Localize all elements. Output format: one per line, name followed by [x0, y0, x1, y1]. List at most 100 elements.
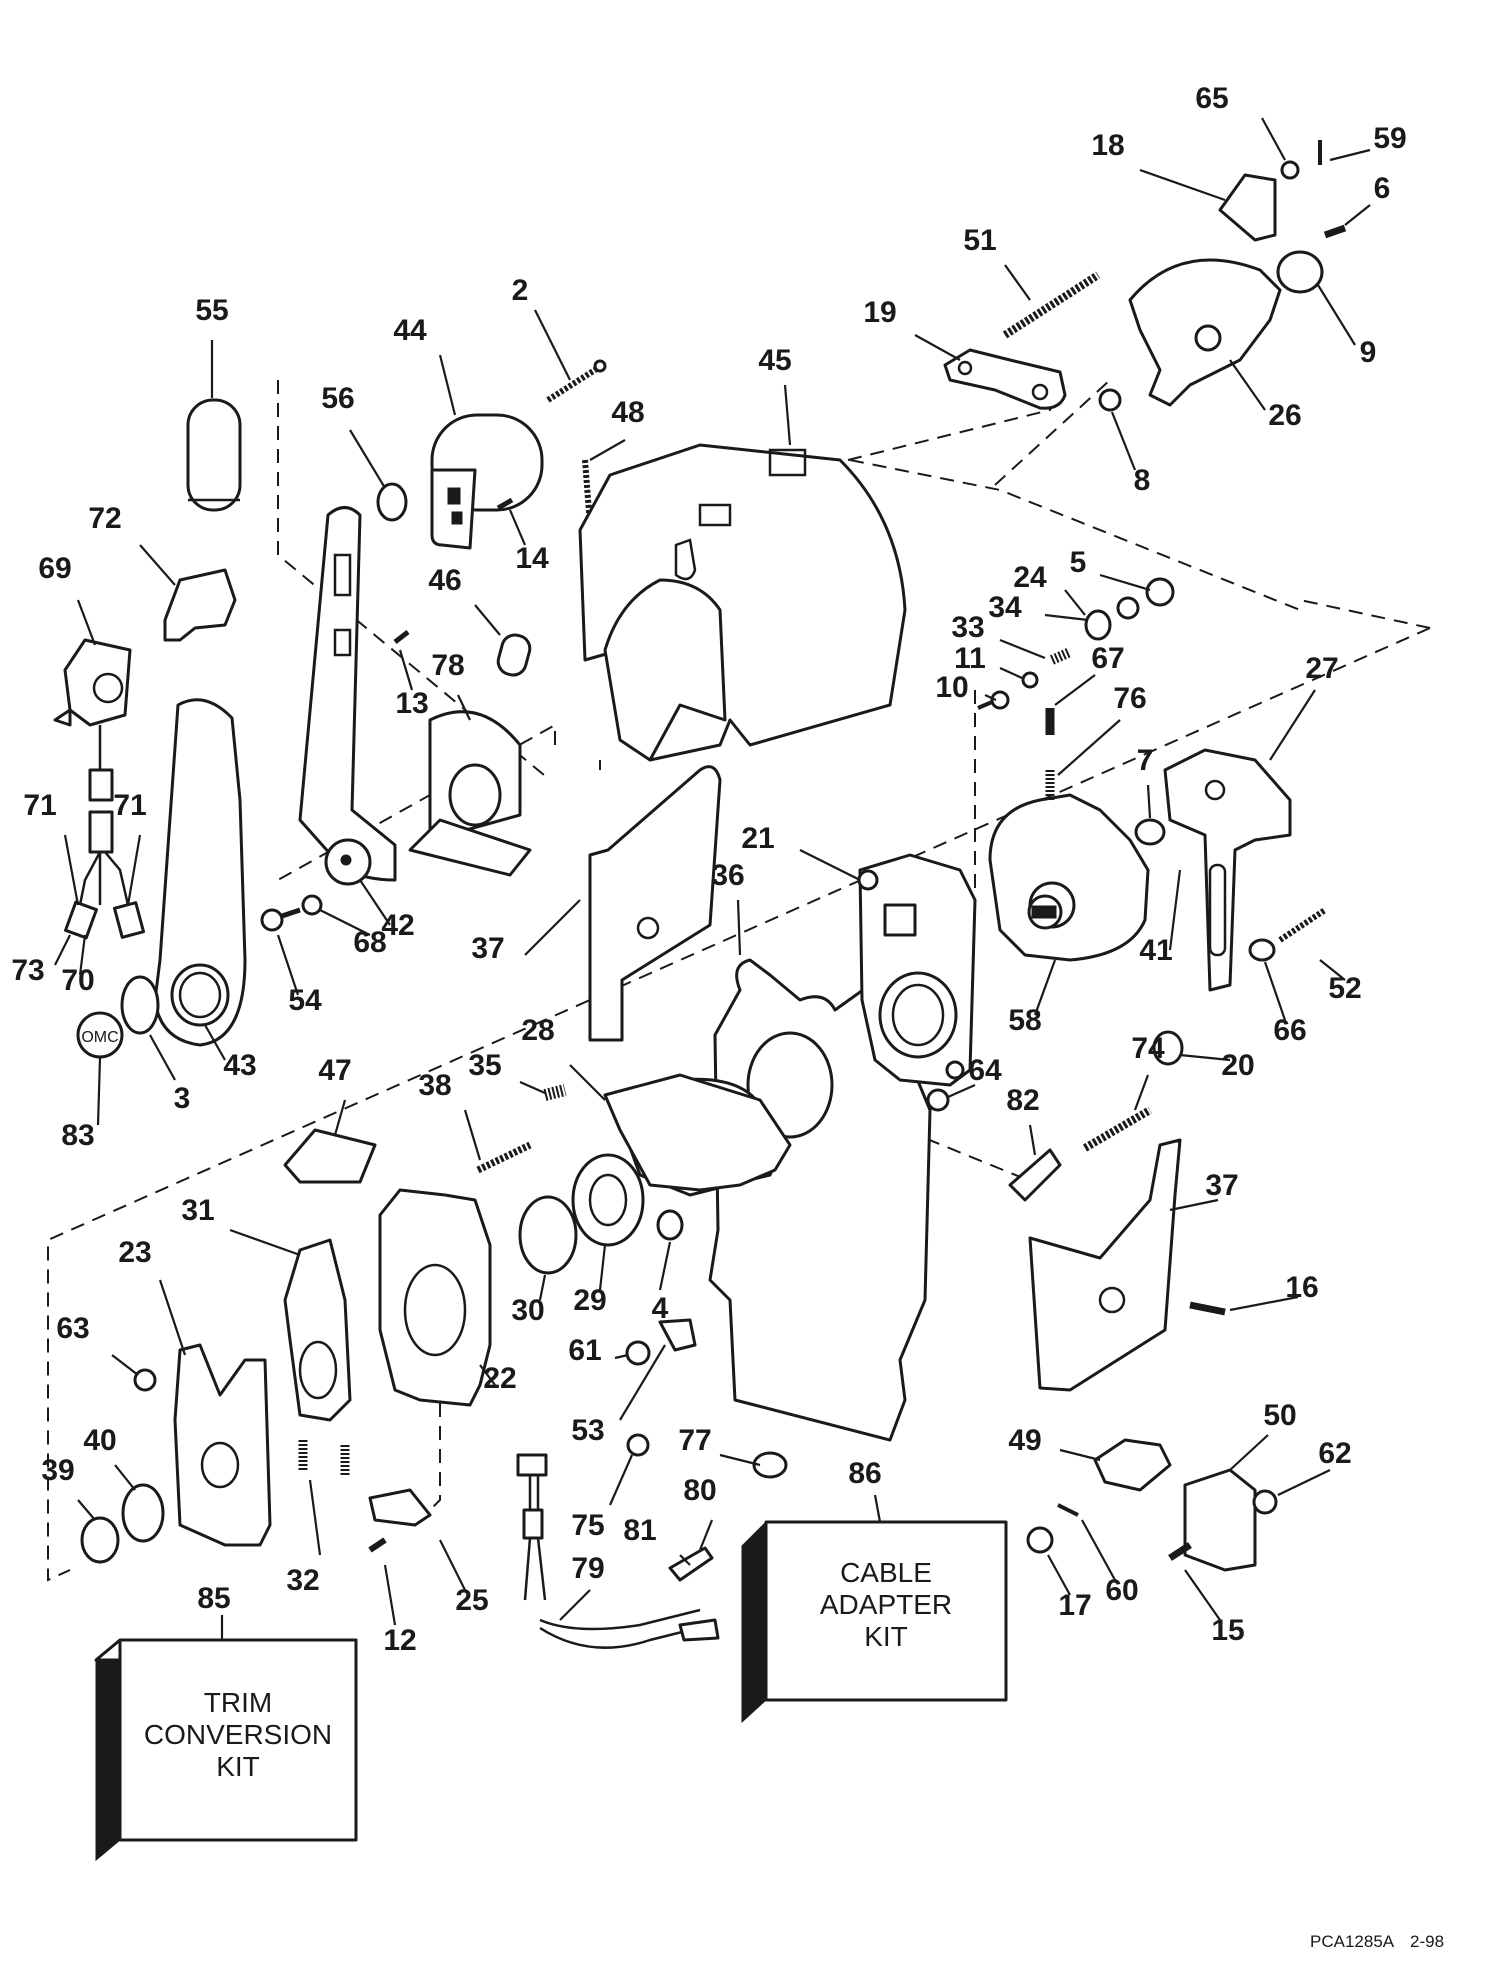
leader-line-58 — [1033, 959, 1057, 1016]
trim-conversion-kit-box — [94, 1638, 358, 1862]
leader-line-83 — [96, 1057, 102, 1126]
part-19-link — [943, 348, 1067, 410]
callout-23: 23 — [118, 1236, 151, 1269]
leader-line-9 — [1317, 284, 1356, 346]
leader-line-77 — [719, 1453, 761, 1467]
callout-61: 61 — [568, 1334, 601, 1367]
part-7-washer — [1134, 818, 1166, 846]
leader-line-6 — [1344, 204, 1371, 226]
callout-5: 5 — [1070, 546, 1087, 579]
callout-19: 19 — [863, 296, 896, 329]
leader-line-36 — [736, 899, 742, 956]
callout-40: 40 — [83, 1424, 116, 1457]
leader-line-34 — [1044, 613, 1089, 622]
callout-66: 66 — [1273, 1014, 1306, 1047]
leader-line-67 — [1054, 674, 1096, 706]
callout-77: 77 — [678, 1424, 711, 1457]
part-6-screw — [1323, 224, 1347, 239]
leader-line-17 — [1047, 1554, 1071, 1596]
part-21-bearing-plate — [857, 853, 977, 1087]
leader-line-78 — [457, 694, 471, 721]
cable-kit-line3: KIT — [864, 1621, 908, 1652]
part-29-cam — [571, 1153, 645, 1247]
callout-21: 21 — [741, 822, 774, 855]
callout-10: 10 — [935, 671, 968, 704]
callout-3: 3 — [174, 1082, 191, 1115]
leader-line-22 — [479, 1364, 496, 1386]
leader-line-30 — [538, 1274, 547, 1301]
leader-line-75 — [608, 1454, 634, 1506]
part-83-badge — [76, 1011, 124, 1059]
leader-line-79 — [559, 1589, 591, 1621]
leader-line-42 — [359, 879, 391, 926]
leader-line-59 — [1329, 148, 1371, 162]
leader-line-86 — [873, 1494, 882, 1523]
part-66-washer — [1248, 938, 1276, 962]
callout-20: 20 — [1221, 1049, 1254, 1082]
leader-line-45 — [783, 384, 792, 446]
part-72-clip — [163, 568, 237, 642]
callout-55: 55 — [195, 294, 228, 327]
callout-75: 75 — [571, 1509, 604, 1542]
callout-9: 9 — [1360, 336, 1377, 369]
callout-7: 7 — [1137, 744, 1154, 777]
part-4-roller — [656, 1209, 684, 1241]
callout-42: 42 — [381, 909, 414, 942]
leader-line-31 — [229, 1228, 301, 1257]
leader-lines — [54, 117, 1371, 1640]
part-15-screw — [1168, 1542, 1192, 1561]
part-10-screw — [977, 690, 1010, 710]
callout-38: 38 — [418, 1069, 451, 1102]
leader-line-38 — [463, 1109, 482, 1161]
callout-74: 74 — [1131, 1032, 1165, 1065]
callout-64: 64 — [968, 1054, 1002, 1087]
part-25-block — [368, 1488, 432, 1527]
part-54-screw — [260, 907, 301, 932]
part-63-nut — [133, 1368, 157, 1392]
callout-67: 67 — [1091, 642, 1124, 675]
callout-59: 59 — [1373, 122, 1406, 155]
leader-line-82 — [1028, 1124, 1037, 1156]
callout-33: 33 — [951, 611, 984, 644]
part-18-latch — [1218, 173, 1277, 242]
callout-47: 47 — [318, 1054, 351, 1087]
part-28-ring-housing — [603, 1073, 792, 1192]
leader-line-25 — [439, 1539, 466, 1591]
leader-line-60 — [1081, 1519, 1116, 1581]
leader-line-76 — [1057, 719, 1121, 776]
leader-line-28 — [569, 1064, 606, 1101]
part-47-pad — [283, 1128, 377, 1184]
leader-line-52 — [1319, 959, 1346, 981]
part-49-clamp — [1093, 1438, 1172, 1492]
part-62-nut — [1252, 1489, 1278, 1515]
callout-14: 14 — [515, 542, 549, 575]
leader-line-73 — [54, 934, 71, 966]
leader-line-8 — [1110, 411, 1137, 471]
callout-48: 48 — [611, 396, 644, 429]
leader-line-53 — [619, 1344, 666, 1421]
part-20-bushing — [1152, 1030, 1184, 1066]
leader-line-23 — [158, 1279, 187, 1356]
leader-line-37 — [524, 899, 581, 956]
callout-17: 17 — [1058, 1589, 1091, 1622]
callout-labels: 2345678910111213141516171819202122232425… — [11, 82, 1406, 1657]
callout-22: 22 — [483, 1362, 516, 1395]
cable-kit-line2: ADAPTER — [820, 1589, 952, 1620]
part-24-washer — [1116, 596, 1140, 620]
part-8-washer — [1098, 388, 1122, 412]
leader-line-62 — [1277, 1469, 1331, 1496]
part-40-ring — [121, 1483, 165, 1543]
leader-line-27 — [1269, 689, 1316, 761]
leader-line-80 — [698, 1519, 714, 1551]
leader-line-74 — [1133, 1074, 1150, 1111]
part-82-pin — [1008, 1148, 1062, 1202]
leader-line-63 — [111, 1354, 139, 1376]
part-39-ring — [80, 1516, 120, 1564]
omc-badge-label: OMC — [81, 1029, 118, 1046]
part-12-screw — [368, 1537, 387, 1553]
callout-72: 72 — [88, 502, 121, 535]
leader-line-48 — [589, 439, 626, 461]
leader-line-7 — [1146, 784, 1152, 819]
part-42-lever-arm — [298, 506, 397, 886]
part-3-ring — [120, 975, 160, 1035]
